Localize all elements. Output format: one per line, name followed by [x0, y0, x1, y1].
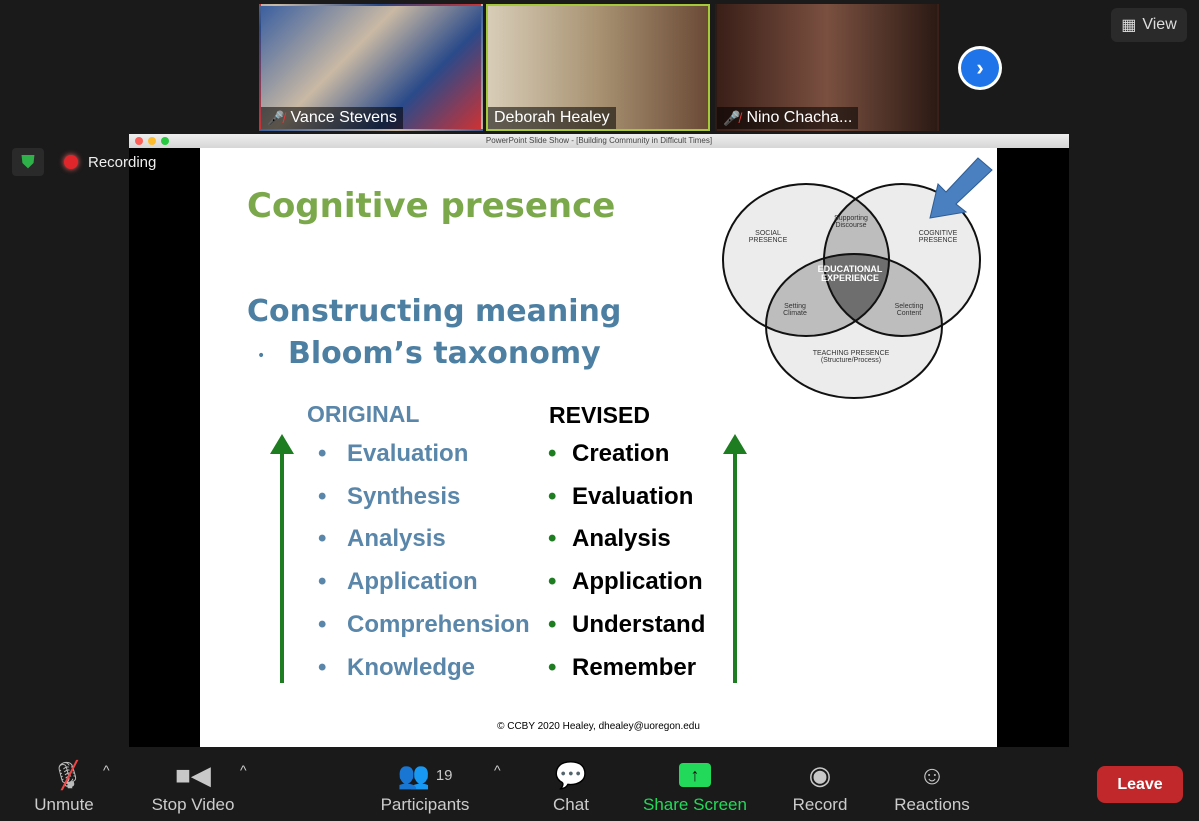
record-dot-icon [64, 155, 78, 169]
revised-item: Evaluation [572, 482, 694, 510]
video-camera-icon: ■◀ [175, 759, 211, 790]
revised-item: Creation [572, 440, 670, 467]
minimize-icon [148, 137, 156, 145]
participants-icon: 👥 [397, 759, 430, 790]
venn-label: Climate [783, 310, 807, 317]
revised-item: Application [572, 568, 703, 596]
venn-label: COGNITIVE [919, 230, 958, 237]
revised-item: Remember [572, 653, 697, 681]
venn-center-label: EDUCATIONAL [818, 264, 883, 274]
video-thumb-deborah[interactable]: Deborah Healey [486, 4, 710, 131]
venn-label: Supporting [834, 215, 868, 222]
venn-label: Content [897, 310, 922, 317]
window-title: PowerPoint Slide Show - [Building Commun… [485, 136, 713, 145]
venn-label: SOCIAL [755, 230, 781, 237]
bullet-icon: • [318, 525, 327, 553]
bullet-icon: • [257, 348, 266, 364]
slide-footer: © CCBY 2020 Healey, dhealey@uoregon.edu [497, 721, 700, 732]
participants-options-caret[interactable]: ^ [494, 762, 501, 778]
original-item: Application [347, 568, 478, 596]
bullet-icon: • [548, 610, 557, 638]
reactions-button[interactable]: ☺Reactions [888, 750, 976, 821]
chat-button[interactable]: 💬Chat [541, 750, 601, 821]
venn-center-label: EXPERIENCE [821, 273, 879, 283]
venn-label: TEACHING PRESENCE [813, 350, 890, 357]
record-icon: ◉ [808, 759, 832, 790]
window-titlebar: PowerPoint Slide Show - [Building Commun… [129, 134, 1069, 148]
close-icon [135, 137, 143, 145]
bullet-icon: • [318, 482, 327, 510]
up-arrow-icon [270, 434, 294, 683]
bullet-icon: • [548, 653, 557, 681]
video-thumb-vance[interactable]: 🎤̸Vance Stevens [259, 4, 483, 131]
venn-label: Discourse [835, 222, 866, 229]
original-item: Knowledge [347, 653, 476, 681]
shared-screen: PowerPoint Slide Show - [Building Commun… [129, 134, 1069, 747]
video-options-caret[interactable]: ^ [240, 762, 247, 778]
venn-label: Setting [784, 303, 806, 310]
security-shield-icon[interactable]: ⛊ [12, 148, 44, 176]
share-arrow-icon: ↑ [679, 763, 711, 787]
mic-muted-icon: 🎙╱ [50, 759, 84, 790]
chevron-right-icon: › [961, 49, 999, 87]
slide-bullet: Bloom’s taxonomy [288, 336, 601, 371]
next-page-button[interactable]: › [958, 46, 1002, 90]
recording-indicator: Recording [58, 148, 156, 176]
stop-video-button[interactable]: ■◀Stop Video [143, 750, 243, 821]
bullet-icon: • [318, 653, 327, 681]
original-item: Analysis [347, 525, 446, 553]
bullet-icon: • [548, 482, 557, 510]
venn-label: (Structure/Process) [821, 357, 881, 364]
bullet-icon: • [318, 568, 327, 596]
pointer-arrow-icon [929, 157, 993, 219]
up-arrow-icon [723, 434, 747, 683]
venn-label: PRESENCE [749, 237, 788, 244]
bullet-icon: • [548, 568, 557, 596]
original-item: Evaluation [347, 440, 469, 467]
revised-item: Understand [572, 610, 706, 638]
revised-header: REVISED [549, 402, 650, 428]
slide: Cognitive presence Constructing meaning … [200, 148, 997, 747]
bullet-icon: • [318, 610, 327, 638]
bullet-icon: • [318, 440, 327, 467]
emoji-plus-icon: ☺ [918, 759, 946, 790]
bullet-icon: • [548, 440, 557, 467]
unmute-button[interactable]: 🎙╱Unmute [24, 750, 104, 821]
leave-button[interactable]: Leave [1097, 766, 1183, 803]
venn-label: PRESENCE [919, 237, 958, 244]
original-item: Comprehension [347, 610, 530, 638]
audio-options-caret[interactable]: ^ [103, 762, 110, 778]
grid-icon: ▦ [1121, 17, 1137, 34]
share-screen-button[interactable]: ↑Share Screen [643, 763, 747, 814]
slide-title: Cognitive presence [247, 186, 616, 226]
venn-label: Selecting [895, 303, 924, 310]
maximize-icon [161, 137, 169, 145]
original-header: ORIGINAL [307, 401, 420, 427]
mic-muted-icon: 🎤̸ [267, 109, 285, 126]
slide-subtitle: Constructing meaning [247, 294, 622, 329]
view-button[interactable]: ▦View [1111, 8, 1187, 42]
revised-item: Analysis [572, 525, 671, 553]
record-button[interactable]: ◉Record [785, 750, 855, 821]
original-item: Synthesis [347, 482, 461, 510]
chat-icon: 💬 [554, 759, 588, 790]
video-thumb-nino[interactable]: 🎤̸Nino Chacha... [715, 4, 939, 131]
bullet-icon: • [548, 525, 557, 553]
mic-muted-icon: 🎤̸ [723, 109, 741, 126]
